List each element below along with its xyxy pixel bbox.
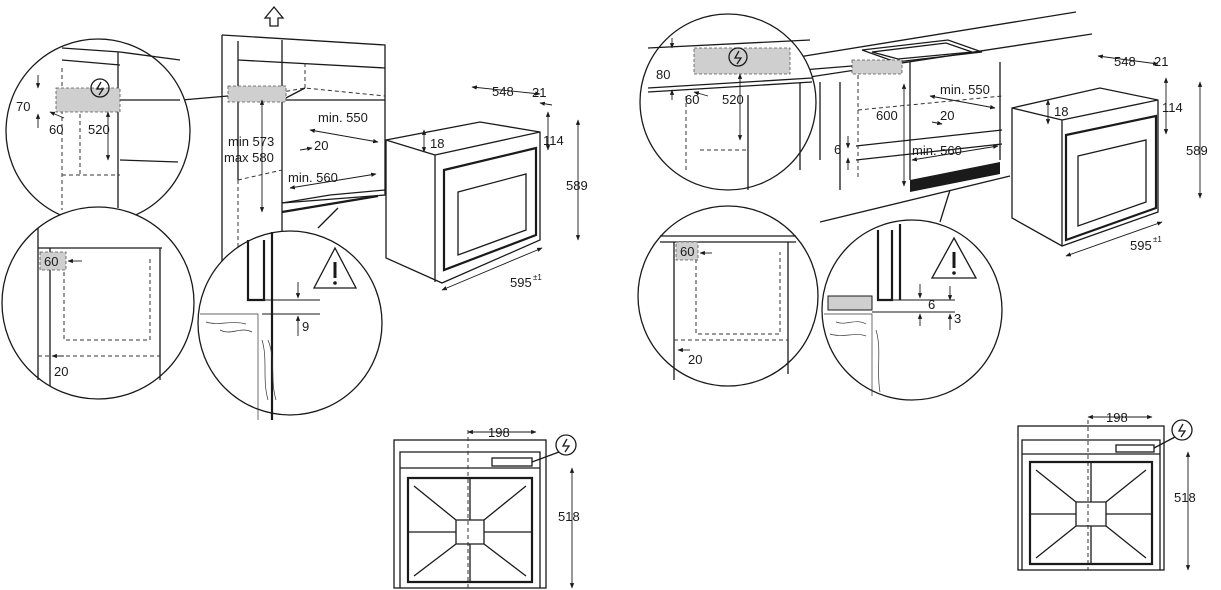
plan-outlet-icon — [555, 434, 577, 456]
outlet-zone-2 — [693, 47, 791, 75]
gap-9-label: 9 — [302, 319, 309, 334]
oven-top-label-2: 18 — [1054, 104, 1068, 119]
gap-3-label: 3 — [954, 311, 961, 326]
detail-outlet-column: 70 60 520 — [5, 38, 191, 224]
corner-60-label-2: 60 — [680, 244, 694, 259]
gap-6-label: 6 — [928, 297, 935, 312]
width-min-label: min. 560 — [288, 170, 338, 185]
plan-depth-label-2: 518 — [1174, 490, 1196, 505]
warning-icon-2 — [930, 236, 978, 279]
cabinet-dimensions: min 573 max 580 min. 550 20 min. 560 — [224, 99, 379, 213]
cabinet-h-min: min 573 — [228, 134, 274, 149]
oven-dimensions-undercounter: 548 21 18 114 589 595 ±1 — [1045, 54, 1208, 257]
height-600-label: 600 — [876, 108, 898, 123]
plan-offset-label-2: 198 — [1106, 410, 1128, 425]
rear-gap-label-2: 20 — [940, 108, 954, 123]
depth-min-label-2: min. 550 — [940, 82, 990, 97]
width-min-label-2: min. 560 — [912, 143, 962, 158]
oven-height-label-2: 589 — [1186, 143, 1208, 158]
plan-offset-label: 198 — [488, 425, 510, 440]
zone-60-label: 60 — [49, 122, 63, 137]
corner-20-label: 20 — [54, 364, 68, 379]
detail-outlet-undercounter: 80 60 520 — [639, 13, 817, 191]
up-arrow-icon — [263, 5, 285, 27]
detail-corner-undercounter: 60 20 — [637, 205, 819, 387]
zone-520-label: 520 — [88, 122, 110, 137]
oven-control-label-2: 114 — [1162, 100, 1183, 115]
tall-cabinet — [221, 34, 386, 266]
oven-width-label-2: 595 — [1130, 238, 1152, 253]
oven-width-tol: ±1 — [533, 273, 542, 282]
oven-width-label: 595 — [510, 275, 532, 290]
oven-depth-label-2: 548 — [1114, 54, 1136, 69]
cabinet-h-max: max 580 — [224, 150, 274, 165]
zone-520-label-2: 520 — [722, 92, 744, 107]
outlet-zone — [55, 87, 121, 113]
plan-view-undercounter: 198 518 — [1017, 410, 1196, 571]
rear-gap-label: 20 — [314, 138, 328, 153]
electric-outlet-icon — [90, 78, 110, 98]
detail-gap-column: 9 — [197, 230, 383, 420]
zone-80-label: 80 — [656, 67, 670, 82]
undercounter-installation: 600 min. 550 20 6 min. 560 80 60 — [637, 11, 1208, 571]
depth-min-label: min. 550 — [318, 110, 368, 125]
oven-top-label: 18 — [430, 136, 444, 151]
oven-door-label-2: 21 — [1154, 54, 1168, 69]
worktop-cabinet — [779, 11, 1093, 223]
plan-outlet-icon-2 — [1171, 419, 1193, 441]
shelf-6-label: 6 — [834, 142, 841, 157]
plan-depth-label: 518 — [558, 509, 580, 524]
oven-width-tol-2: ±1 — [1153, 235, 1162, 244]
corner-zone — [39, 251, 67, 271]
electric-outlet-icon-2 — [728, 47, 748, 67]
oven-dimensions-column: 548 21 18 114 589 595 ±1 — [421, 84, 588, 291]
warning-icon — [312, 246, 358, 289]
oven-door-label: 21 — [532, 85, 546, 100]
oven-undercounter — [1011, 87, 1159, 247]
column-installation: min 573 max 580 min. 550 20 min. 560 70 … — [1, 5, 588, 589]
outlet-zone-column — [227, 85, 287, 103]
undercounter-dimensions: 600 min. 550 20 6 min. 560 — [834, 82, 999, 187]
corner-60-label: 60 — [44, 254, 58, 269]
corner-zone-2 — [675, 241, 699, 261]
detail-corner-column: 60 20 — [1, 206, 195, 400]
outlet-zone-undercounter — [851, 59, 903, 75]
detail-gap-undercounter: 6 3 — [821, 219, 1003, 401]
oven-height-label: 589 — [566, 178, 588, 193]
oven-column — [385, 121, 541, 284]
plan-view-column: 198 518 — [393, 425, 580, 589]
oven-control-label: 114 — [543, 133, 564, 148]
zone-60-label-2: 60 — [685, 92, 699, 107]
zone-70-label: 70 — [16, 99, 30, 114]
corner-20-label-2: 20 — [688, 352, 702, 367]
oven-depth-label: 548 — [492, 84, 514, 99]
